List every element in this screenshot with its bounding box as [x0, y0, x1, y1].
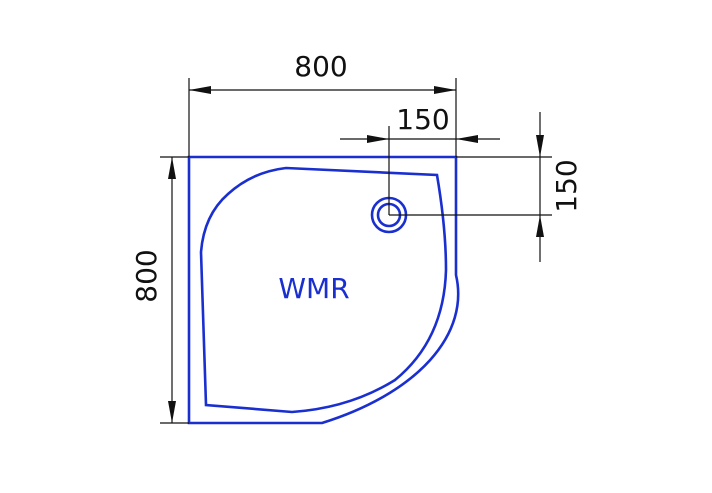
- depth-arrow-top: [168, 157, 176, 179]
- drain-x-label: 150: [396, 103, 449, 136]
- width-arrow-left: [189, 86, 211, 94]
- depth-dimension: 800: [130, 156, 189, 424]
- tray-outer-edge: [187, 155, 460, 425]
- drain-y-arrow-bottom: [536, 215, 544, 237]
- drain-y-dimension: 150: [389, 112, 583, 262]
- drain-x-arrow-left: [367, 135, 389, 143]
- width-dimension: 800: [188, 50, 457, 157]
- drain-x-dimension: 150: [340, 103, 500, 215]
- depth-arrow-bottom: [168, 401, 176, 423]
- tray-inner-basin: [199, 166, 448, 414]
- drain-y-label: 150: [550, 159, 583, 212]
- width-label: 800: [294, 50, 347, 83]
- model-code-label: WMR: [278, 272, 349, 305]
- drain-x-arrow-right: [456, 135, 478, 143]
- width-arrow-right: [434, 86, 456, 94]
- tray-outline: [187, 155, 460, 425]
- depth-label: 800: [130, 249, 163, 302]
- drain-y-arrow-top: [536, 135, 544, 157]
